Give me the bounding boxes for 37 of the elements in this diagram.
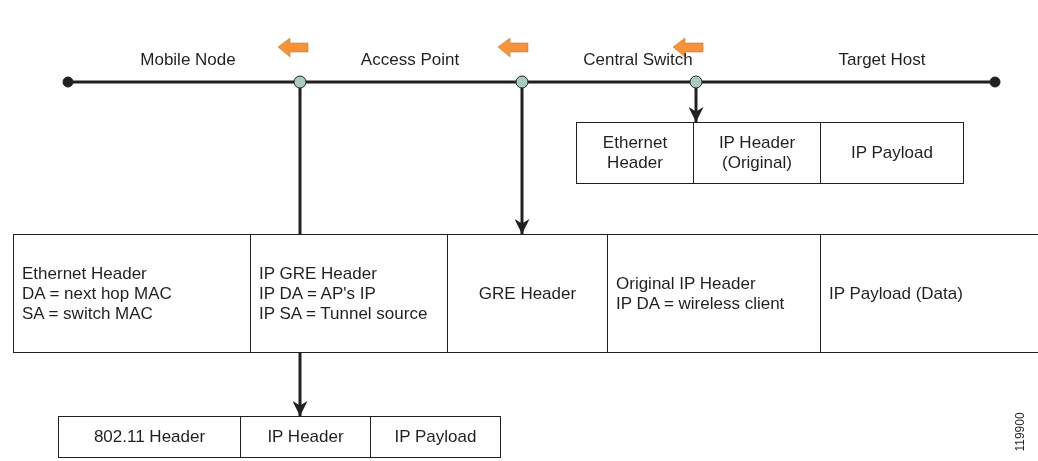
field-name-text: Ethernet Header xyxy=(22,263,148,284)
network-line xyxy=(73,80,294,84)
figure-number: 119900 xyxy=(1012,412,1027,452)
header-field-cell xyxy=(13,234,251,353)
field-value-text: IP DA = wireless client xyxy=(616,293,786,314)
header-field-cell: Ethernet Header xyxy=(576,122,694,184)
field-name-text: IP GRE Header xyxy=(259,263,378,284)
tap-point xyxy=(293,75,307,89)
field-value-text: IP SA = Tunnel source xyxy=(259,303,429,324)
tap-point xyxy=(689,75,703,89)
arrow xyxy=(292,353,308,416)
header-field-cell: 802.11 Header xyxy=(58,416,241,458)
network-line xyxy=(702,80,990,84)
segment-label: Access Point xyxy=(360,50,460,70)
segment-label: Central Switch xyxy=(583,50,693,70)
line-end-dot xyxy=(62,76,74,88)
arrow xyxy=(514,88,530,234)
field-name-text: Original IP Header xyxy=(616,273,757,294)
tap-point xyxy=(515,75,529,89)
header-field-cell xyxy=(250,234,448,353)
header-field-cell xyxy=(607,234,821,353)
network-line xyxy=(306,80,516,84)
segment-label: Target Host xyxy=(838,50,926,70)
field-value-text: SA = switch MAC xyxy=(22,303,154,324)
field-value-text: DA = next hop MAC xyxy=(22,283,173,304)
header-field-cell: IP Header xyxy=(240,416,371,458)
line-end-dot xyxy=(989,76,1001,88)
header-field-cell: IP Payload xyxy=(820,122,964,184)
header-field-cell: GRE Header xyxy=(447,234,608,353)
connector-line xyxy=(298,88,302,234)
field-value-text: IP DA = AP's IP xyxy=(259,283,377,304)
header-field-cell: IP Payload (Data) xyxy=(820,234,1038,353)
header-field-cell: IP Header (Original) xyxy=(693,122,821,184)
arrow xyxy=(688,88,704,122)
header-field-cell: IP Payload xyxy=(370,416,501,458)
segment-label: Mobile Node xyxy=(140,50,236,70)
network-line xyxy=(528,80,690,84)
